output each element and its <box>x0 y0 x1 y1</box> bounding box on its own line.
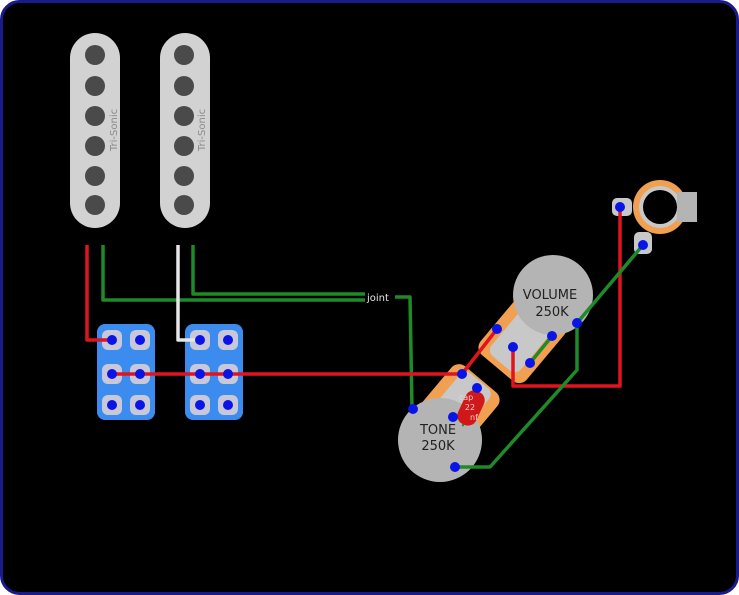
tone-pot-value: 250K <box>421 439 455 454</box>
output-jack <box>612 180 697 254</box>
white-wire-bridge <box>176 245 198 342</box>
green-wire-bridge <box>191 245 365 296</box>
red-wire-tone-volume <box>460 327 499 376</box>
green-wire-ground <box>455 323 579 469</box>
bridge-pickup: Tri-Sonic <box>160 33 210 228</box>
cap-label-2: 22 <box>465 403 475 412</box>
wires <box>85 207 645 469</box>
red-wire-neck <box>85 245 110 342</box>
green-wire-jack-ground <box>575 243 645 325</box>
volume-pot: VOLUME 250K <box>478 255 593 384</box>
volume-pot-value: 250K <box>535 305 569 320</box>
pickup-label: Tri-Sonic <box>109 109 120 152</box>
green-wire-to-tone <box>395 295 414 409</box>
solder-points <box>107 202 648 472</box>
joint-label: joint <box>366 293 389 304</box>
cap-label-3: nf <box>470 413 478 422</box>
switch-1 <box>97 324 155 420</box>
pole-pieces <box>85 45 105 215</box>
neck-pickup: Tri-Sonic <box>70 33 120 228</box>
green-wire-neck <box>101 245 365 302</box>
cap-label-1: cap <box>459 393 473 402</box>
green-wire-volume-jumper <box>528 334 554 365</box>
red-wire-volume-jack <box>511 207 622 388</box>
pickup-label: Tri-Sonic <box>197 109 208 152</box>
volume-pot-name: VOLUME <box>523 288 577 303</box>
pole-pieces <box>174 45 194 215</box>
capacitor: cap 22 nf <box>457 389 485 427</box>
tone-pot-name: TONE <box>419 423 456 438</box>
